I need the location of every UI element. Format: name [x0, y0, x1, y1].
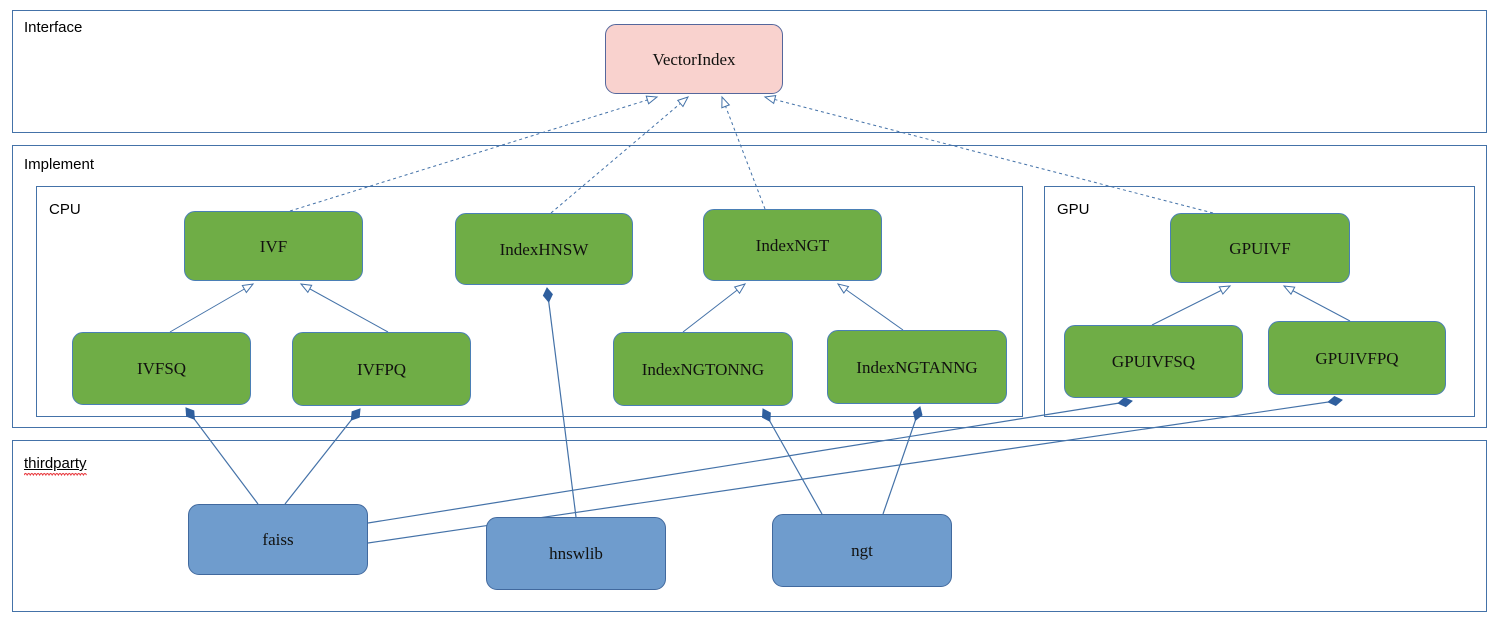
node-label-hnswlib: hnswlib: [549, 544, 603, 563]
node-ngt[interactable]: ngt: [772, 514, 952, 587]
container-label-gpu: GPU: [1057, 201, 1090, 218]
node-label-indexhnsw: IndexHNSW: [499, 239, 589, 259]
node-label-ngt: ngt: [851, 541, 873, 560]
node-label-ivfsq: IVFSQ: [136, 359, 187, 378]
node-faiss[interactable]: faiss: [188, 504, 368, 575]
container-label-interface: Interface: [24, 19, 83, 36]
node-label-ivf: IVF: [259, 236, 288, 256]
node-indexhnsw[interactable]: IndexHNSW: [455, 213, 633, 285]
node-indexngtonng[interactable]: IndexNGTONNG: [613, 332, 793, 406]
node-label-indexngt: IndexNGT: [755, 235, 830, 255]
node-gpuivf[interactable]: GPUIVF: [1170, 213, 1350, 283]
node-indexngtanng[interactable]: IndexNGTANNG: [827, 330, 1007, 404]
node-indexngt[interactable]: IndexNGT: [703, 209, 882, 281]
node-gpuivfsq[interactable]: GPUIVFSQ: [1064, 325, 1243, 398]
node-ivf[interactable]: IVF: [184, 211, 363, 281]
node-label-gpuivf: GPUIVF: [1229, 238, 1291, 258]
node-hnswlib[interactable]: hnswlib: [486, 517, 666, 590]
container-label-cpu: CPU: [49, 201, 81, 218]
node-label-faiss: faiss: [262, 530, 294, 549]
node-gpuivfpq[interactable]: GPUIVFPQ: [1268, 321, 1446, 395]
node-vectorindex[interactable]: VectorIndex: [605, 24, 783, 94]
node-label-indexngtanng: IndexNGTANNG: [856, 357, 978, 377]
node-label-gpuivfsq: GPUIVFSQ: [1111, 352, 1196, 371]
node-ivfsq[interactable]: IVFSQ: [72, 332, 251, 405]
node-label-vectorindex: VectorIndex: [652, 49, 736, 69]
container-label-thirdparty: thirdparty: [24, 456, 87, 476]
node-label-indexngtonng: IndexNGTONNG: [641, 359, 765, 379]
node-label-ivfpq: IVFPQ: [356, 359, 407, 379]
node-ivfpq[interactable]: IVFPQ: [292, 332, 471, 406]
container-label-implement: Implement: [24, 156, 95, 173]
node-label-gpuivfpq: GPUIVFPQ: [1315, 348, 1399, 368]
spellcheck-squiggle-icon: [24, 472, 87, 476]
